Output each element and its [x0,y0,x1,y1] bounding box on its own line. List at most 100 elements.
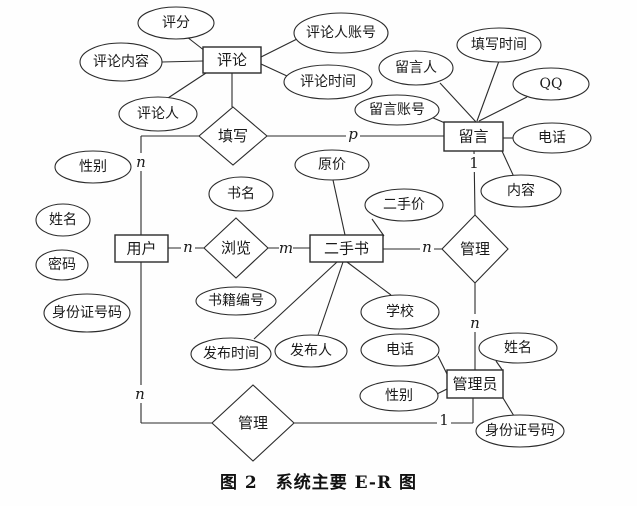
attribute-ellipse [79,42,163,82]
attribute-ellipse [480,174,562,208]
attribute-label: 评分 [162,15,190,31]
connector-line [371,218,385,237]
attribute-user-id-number: 身份证号码 [43,293,131,333]
attribute-label: 评论人 [137,106,179,122]
relationship-label: 浏览 [221,239,251,257]
label-gap-mask [134,153,148,171]
entity-secondhand-book: 二手书 [309,234,384,263]
attribute-fill-time: 填写时间 [456,27,542,63]
cardinality-text: n [470,314,480,332]
entity-administrator: 管理员 [446,369,504,399]
cardinality-label-n: n [181,238,195,256]
attribute-score: 评分 [137,6,215,40]
connector-line [260,38,298,58]
attribute-message-content: 内容 [480,174,562,208]
entity-comment: 评论 [202,46,262,74]
relationship-label: 管理 [460,240,490,258]
attribute-label: 评论内容 [93,53,149,70]
attribute-ellipse [118,96,198,132]
label-gap-mask [467,154,481,172]
connector-line [501,150,515,178]
attribute-commenter: 评论人 [118,96,198,132]
attribute-label: 学校 [386,303,414,320]
attribute-user-name: 姓名 [35,203,91,237]
relationship-diamond [203,217,269,279]
entity-user: 用户 [114,234,169,263]
cardinality-label-m: m [279,239,293,257]
attribute-ellipse [512,122,592,154]
attribute-message-poster: 留言人 [378,50,454,86]
entity-label: 二手书 [324,240,369,258]
attribute-ellipse [475,414,565,448]
connector-line [478,96,528,122]
attribute-secondhand-price: 二手价 [364,188,444,222]
attribute-publisher: 发布人 [274,334,348,368]
attribute-label: 性别 [385,388,413,404]
entity-label: 留言 [458,128,488,146]
label-gap-mask [420,238,434,256]
connector-line [253,261,338,340]
connector-line [439,82,477,123]
attribute-book-id: 书籍编号 [195,286,277,316]
attribute-admin-phone: 电话 [360,333,440,367]
attribute-label: 姓名 [504,340,532,356]
cardinality-label-n: n [133,385,147,403]
connector-line [332,179,346,236]
connector-line [476,60,500,122]
connector-line [260,63,288,77]
attribute-ellipse [354,94,440,126]
relationship-manage-message: 管理 [441,214,509,284]
label-gap-mask [346,125,360,143]
attribute-label: 书名 [227,186,255,202]
attribute-user-gender: 性别 [54,150,132,184]
entity-rectangle [202,46,262,74]
label-gap-mask [468,314,482,332]
figure-caption: 图 2 系统主要 E-R 图 [219,473,418,493]
attribute-admin-id-number: 身份证号码 [475,414,565,448]
attribute-label: 性别 [79,159,107,175]
connector-line [436,388,448,395]
attribute-label: 留言账号 [369,102,425,118]
cardinality-text: m [279,239,293,257]
attribute-ellipse [35,203,91,237]
attribute-ellipse [478,332,558,364]
entity-message: 留言 [443,121,504,152]
attribute-label: 身份证号码 [52,305,122,321]
attribute-admin-name: 姓名 [478,332,558,364]
attribute-label: 评论人账号 [306,25,376,41]
label-gap-mask [279,239,293,257]
relationship-diamond [211,384,295,462]
attribute-label: 二手价 [383,197,425,213]
attribute-user-password: 密码 [35,249,89,281]
attribute-book-title: 书名 [208,176,274,212]
attribute-ellipse [456,27,542,63]
cardinality-text: 1 [469,154,479,172]
attribute-ellipse [293,12,389,54]
attribute-label: 评论时间 [300,74,356,90]
attribute-commenter-account: 评论人账号 [293,12,389,54]
attribute-label: 内容 [507,182,535,199]
cardinality-label-1: 1 [467,154,481,172]
relationship-label: 填写 [218,127,248,145]
connector-line [317,261,344,336]
cardinality-label-p: p [346,125,360,143]
attribute-comment-time: 评论时间 [283,64,373,100]
entity-label: 评论 [217,51,247,69]
cardinality-text: n [183,238,193,256]
connector-line [186,36,206,52]
attribute-ellipse [35,249,89,281]
connector-line [346,261,392,296]
connector-line [502,397,515,417]
attribute-label: 电话 [386,342,414,358]
attribute-qq: QQ [512,67,590,101]
relationship-diamond [441,214,509,284]
attribute-original-price: 原价 [294,149,370,181]
label-gap-mask [133,385,147,403]
label-gap-mask [181,238,195,256]
cardinality-label-n: n [468,314,482,332]
relationship-label: 管理 [238,414,268,432]
attribute-ellipse [512,67,590,101]
attribute-publish-time: 发布时间 [190,337,272,371]
